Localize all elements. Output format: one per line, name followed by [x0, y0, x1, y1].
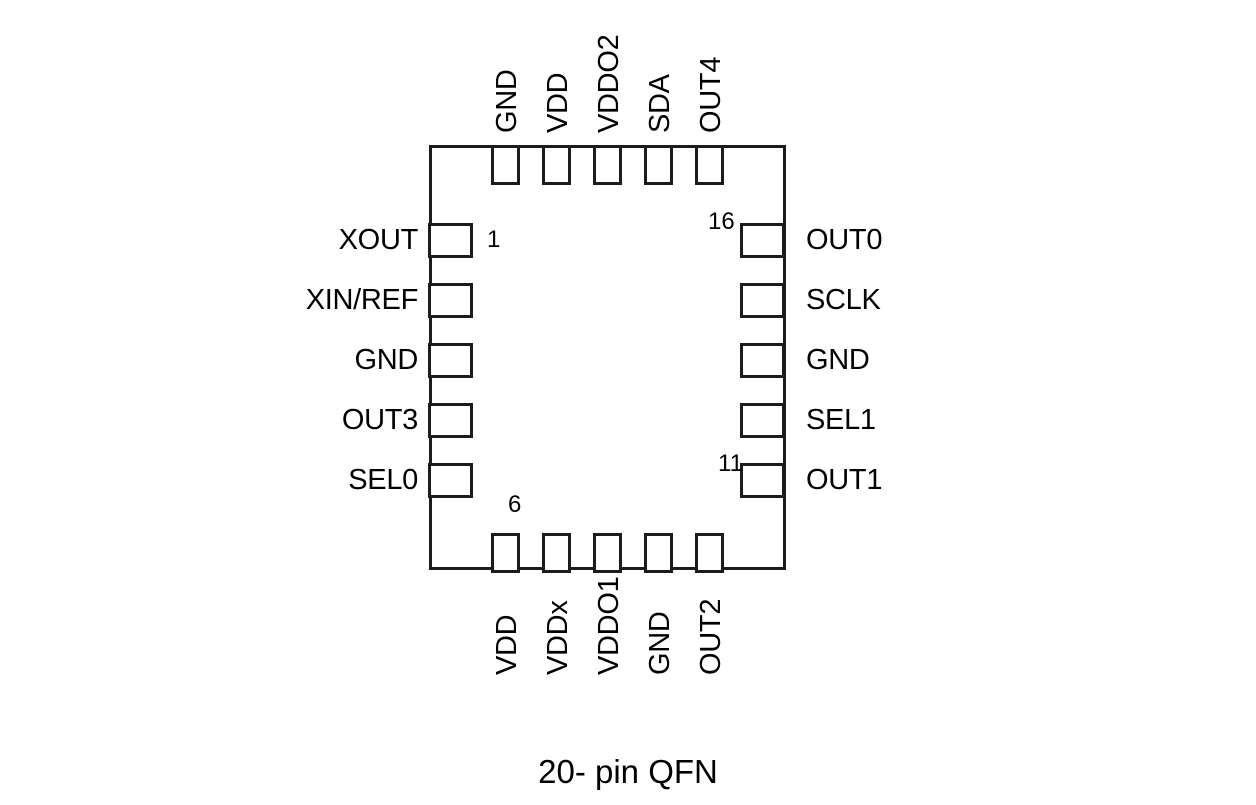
- package-body-outline: [429, 145, 786, 570]
- pin-pad-top-3: [593, 145, 622, 185]
- pin-pad-bottom-1: [491, 533, 520, 573]
- pin-pad-left-2: [428, 283, 473, 318]
- pin-label-bottom-3: VDDO1: [593, 576, 625, 675]
- pin-pad-right-1: [740, 223, 785, 258]
- pin-label-top-1: GND: [491, 69, 523, 133]
- pin-label-left-1: XOUT: [338, 224, 419, 256]
- pin-pad-right-3: [740, 343, 785, 378]
- pin-pad-right-5: [740, 463, 785, 498]
- pin-pad-bottom-4: [644, 533, 673, 573]
- pin-pad-bottom-3: [593, 533, 622, 573]
- pin-pad-top-1: [491, 145, 520, 185]
- pin-pad-top-4: [644, 145, 673, 185]
- pin-label-left-4: OUT3: [341, 404, 418, 436]
- pin-pad-left-3: [428, 343, 473, 378]
- pin-number-16: 16: [708, 208, 735, 235]
- pin-label-right-3: GND: [806, 344, 870, 376]
- pin-label-left-2: XIN/REF: [305, 284, 419, 316]
- pin-label-bottom-4: GND: [644, 611, 676, 675]
- pin-label-top-4: SDA: [644, 74, 676, 133]
- pin-pad-top-2: [542, 145, 571, 185]
- pin-label-top-2: VDD: [542, 72, 574, 133]
- pin-number-6: 6: [508, 491, 522, 518]
- package-caption: 20- pin QFN: [538, 753, 718, 790]
- pin-pad-top-5: [695, 145, 724, 185]
- pin-pad-bottom-2: [542, 533, 571, 573]
- pin-pad-left-4: [428, 403, 473, 438]
- pin-label-bottom-2: VDDx: [542, 600, 574, 675]
- pin-pad-right-2: [740, 283, 785, 318]
- pin-number-1: 1: [487, 226, 501, 253]
- pin-label-left-5: SEL0: [348, 464, 418, 496]
- pin-label-top-5: OUT4: [695, 56, 727, 133]
- pin-label-bottom-1: VDD: [491, 614, 523, 675]
- pin-label-right-4: SEL1: [806, 404, 876, 436]
- pin-number-11: 11: [718, 450, 743, 477]
- pin-label-top-3: VDDO2: [593, 34, 625, 133]
- pin-pad-left-5: [428, 463, 473, 498]
- pin-pad-bottom-5: [695, 533, 724, 573]
- pin-pad-left-1: [428, 223, 473, 258]
- pin-label-right-1: OUT0: [806, 224, 883, 256]
- pin-label-left-3: GND: [354, 344, 418, 376]
- pin-pad-right-4: [740, 403, 785, 438]
- pin-label-right-2: SCLK: [806, 284, 881, 316]
- pin-label-bottom-5: OUT2: [695, 598, 727, 675]
- pin-label-right-5: OUT1: [806, 464, 883, 496]
